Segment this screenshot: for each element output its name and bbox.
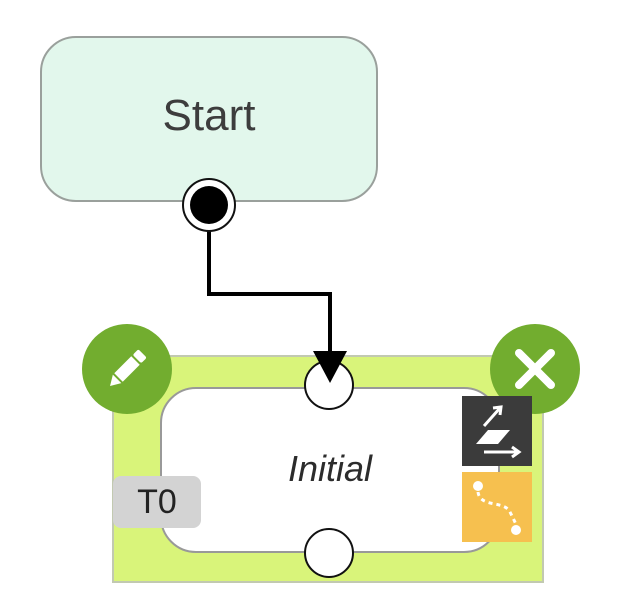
properties-tool-button[interactable] — [462, 396, 532, 466]
output-port[interactable] — [304, 528, 354, 578]
state-node[interactable] — [160, 387, 500, 553]
state-node-label: Initial — [287, 448, 373, 489]
close-icon — [515, 349, 555, 389]
route-tool-button[interactable] — [462, 472, 532, 542]
parallelogram-arrows-icon — [476, 405, 522, 459]
transition-connector[interactable] — [207, 220, 332, 352]
start-node-label: Start — [162, 91, 256, 140]
state-tag-badge: T0 — [113, 476, 201, 528]
pencil-icon — [110, 350, 146, 386]
edit-button[interactable] — [82, 324, 172, 414]
input-port[interactable] — [304, 360, 354, 410]
delete-button[interactable] — [490, 324, 580, 414]
dotted-path-icon — [473, 481, 521, 535]
state-tag-label: T0 — [137, 482, 177, 521]
start-node[interactable]: Start — [40, 36, 378, 202]
